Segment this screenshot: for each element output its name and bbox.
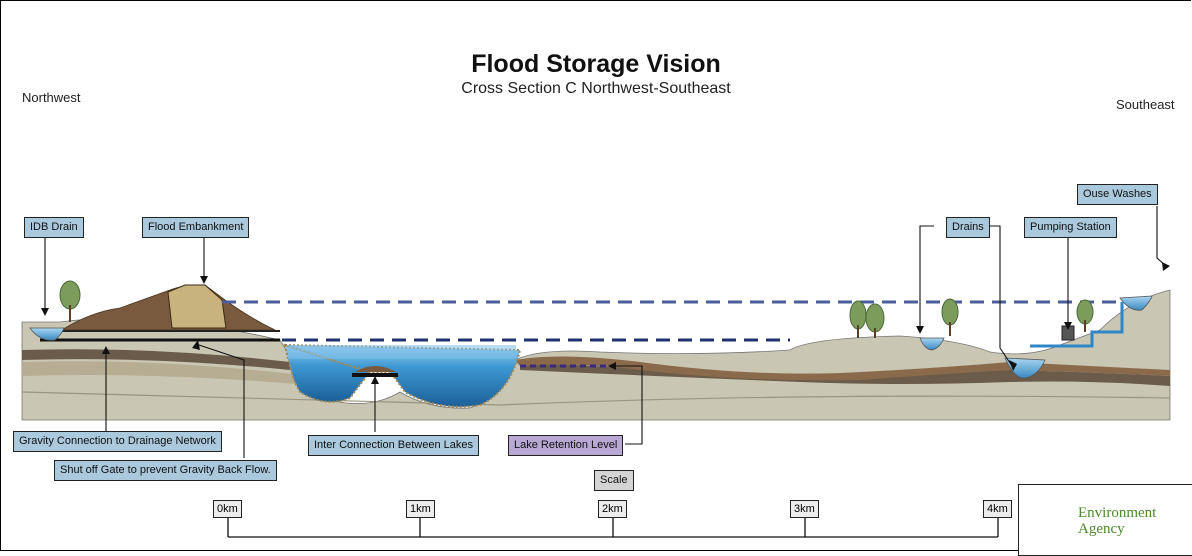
label-lake-retention-level: Lake Retention Level: [508, 435, 624, 456]
label-drains: Drains: [946, 217, 990, 238]
label-gravity-connection: Gravity Connection to Drainage Network: [13, 431, 222, 452]
pumping-pipe: [1030, 302, 1124, 348]
idb-drain-channel: [29, 327, 65, 341]
page-title: Flood Storage Vision: [471, 50, 721, 78]
logo-box: [1018, 484, 1192, 556]
scale-bar: [227, 516, 999, 538]
lake-west: [283, 343, 372, 403]
scale-tick-label: 2km: [598, 500, 627, 518]
tree-icon: [59, 280, 1094, 333]
drain-channel-1: [919, 337, 945, 351]
embankment-core: [167, 284, 227, 329]
page-subtitle: Cross Section C Northwest-Southeast: [461, 80, 731, 97]
label-shut-off-gate: Shut off Gate to prevent Gravity Back Fl…: [54, 460, 277, 481]
ouse-washes-channel: [1119, 295, 1153, 311]
label-idb-drain: IDB Drain: [24, 217, 84, 238]
lake-surface: [288, 345, 516, 359]
label-inter-connection: Inter Connection Between Lakes: [308, 435, 479, 456]
lake-island: [355, 366, 396, 372]
logo-line-2: Agency: [1078, 521, 1125, 537]
scale-tick-label: 0km: [213, 500, 242, 518]
label-flood-embankment: Flood Embankment: [142, 217, 250, 238]
label-pumping-station: Pumping Station: [1024, 217, 1117, 238]
label-ouse-washes: Ouse Washes: [1077, 184, 1158, 205]
arrowheads: [41, 262, 1170, 384]
scale-tick-label: 4km: [983, 500, 1012, 518]
lake-main: [284, 344, 522, 408]
stratum-mid: [22, 361, 296, 384]
scale-tick-label: 3km: [790, 500, 819, 518]
direction-southeast: Southeast: [1116, 97, 1175, 112]
scale-tick-label: 1km: [406, 500, 435, 518]
scale-label: Scale: [594, 470, 634, 491]
logo-text: Environment Agency: [1078, 505, 1188, 537]
stratum-east-dark: [520, 362, 1170, 386]
stratum-dark: [22, 349, 290, 370]
stratum-east-soil: [515, 356, 1170, 381]
logo-line-1: Environment: [1078, 505, 1157, 521]
stratum-lower: [21, 391, 1171, 406]
direction-northwest: Northwest: [22, 90, 81, 105]
leader-lines: [44, 206, 1167, 458]
